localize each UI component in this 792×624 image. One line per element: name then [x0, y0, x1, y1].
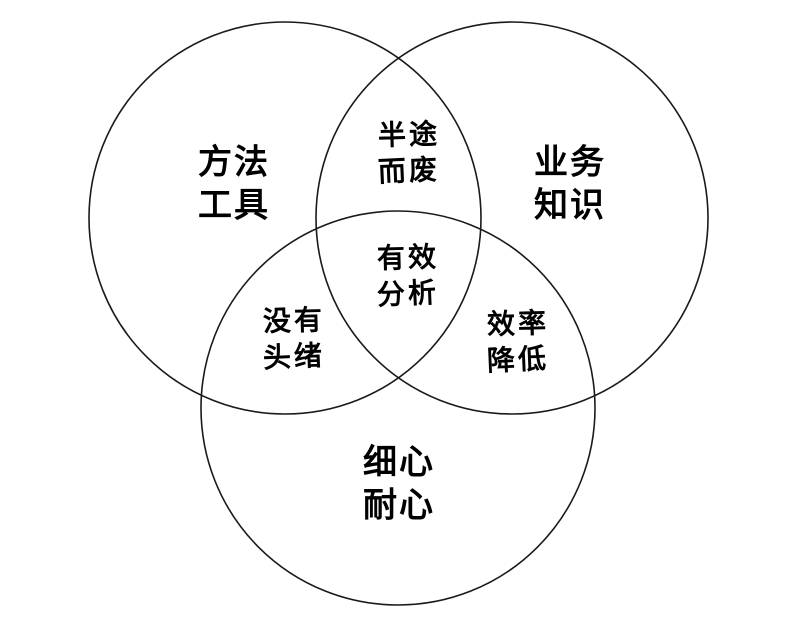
intersection-label-right-bottom: 效率 降低 [486, 306, 550, 378]
intersection-label-left-bottom: 没有 头绪 [262, 303, 326, 375]
intersection-label-left-right: 半途 而废 [377, 117, 441, 189]
circle-business-knowledge [315, 21, 709, 415]
intersection-label-center-all-line1: 有效 [376, 240, 440, 275]
intersection-label-right-bottom-line2: 降低 [486, 341, 550, 378]
intersection-label-left-right-line2: 而废 [377, 152, 441, 189]
set-label-business-knowledge: 业务 知识 [534, 142, 606, 227]
set-label-care-patience-line2: 耐心 [363, 485, 435, 525]
intersection-label-left-bottom-line1: 没有 [262, 303, 326, 338]
set-label-methods-tools-line1: 方法 [198, 142, 270, 183]
intersection-label-right-bottom-line1: 效率 [486, 306, 550, 341]
set-label-care-patience: 细心 耐心 [363, 442, 435, 527]
intersection-label-center-all-line2: 分析 [376, 275, 440, 312]
set-label-business-knowledge-line2: 知识 [534, 185, 606, 225]
intersection-label-center-all: 有效 分析 [376, 240, 440, 312]
set-label-business-knowledge-line1: 业务 [534, 142, 606, 183]
set-label-care-patience-line1: 细心 [363, 442, 435, 483]
intersection-label-left-right-line1: 半途 [377, 117, 441, 152]
circle-methods-tools [88, 21, 482, 415]
set-label-methods-tools: 方法 工具 [198, 142, 270, 227]
intersection-label-left-bottom-line2: 头绪 [262, 338, 326, 375]
circle-care-patience [200, 210, 596, 606]
set-label-methods-tools-line2: 工具 [198, 185, 270, 225]
